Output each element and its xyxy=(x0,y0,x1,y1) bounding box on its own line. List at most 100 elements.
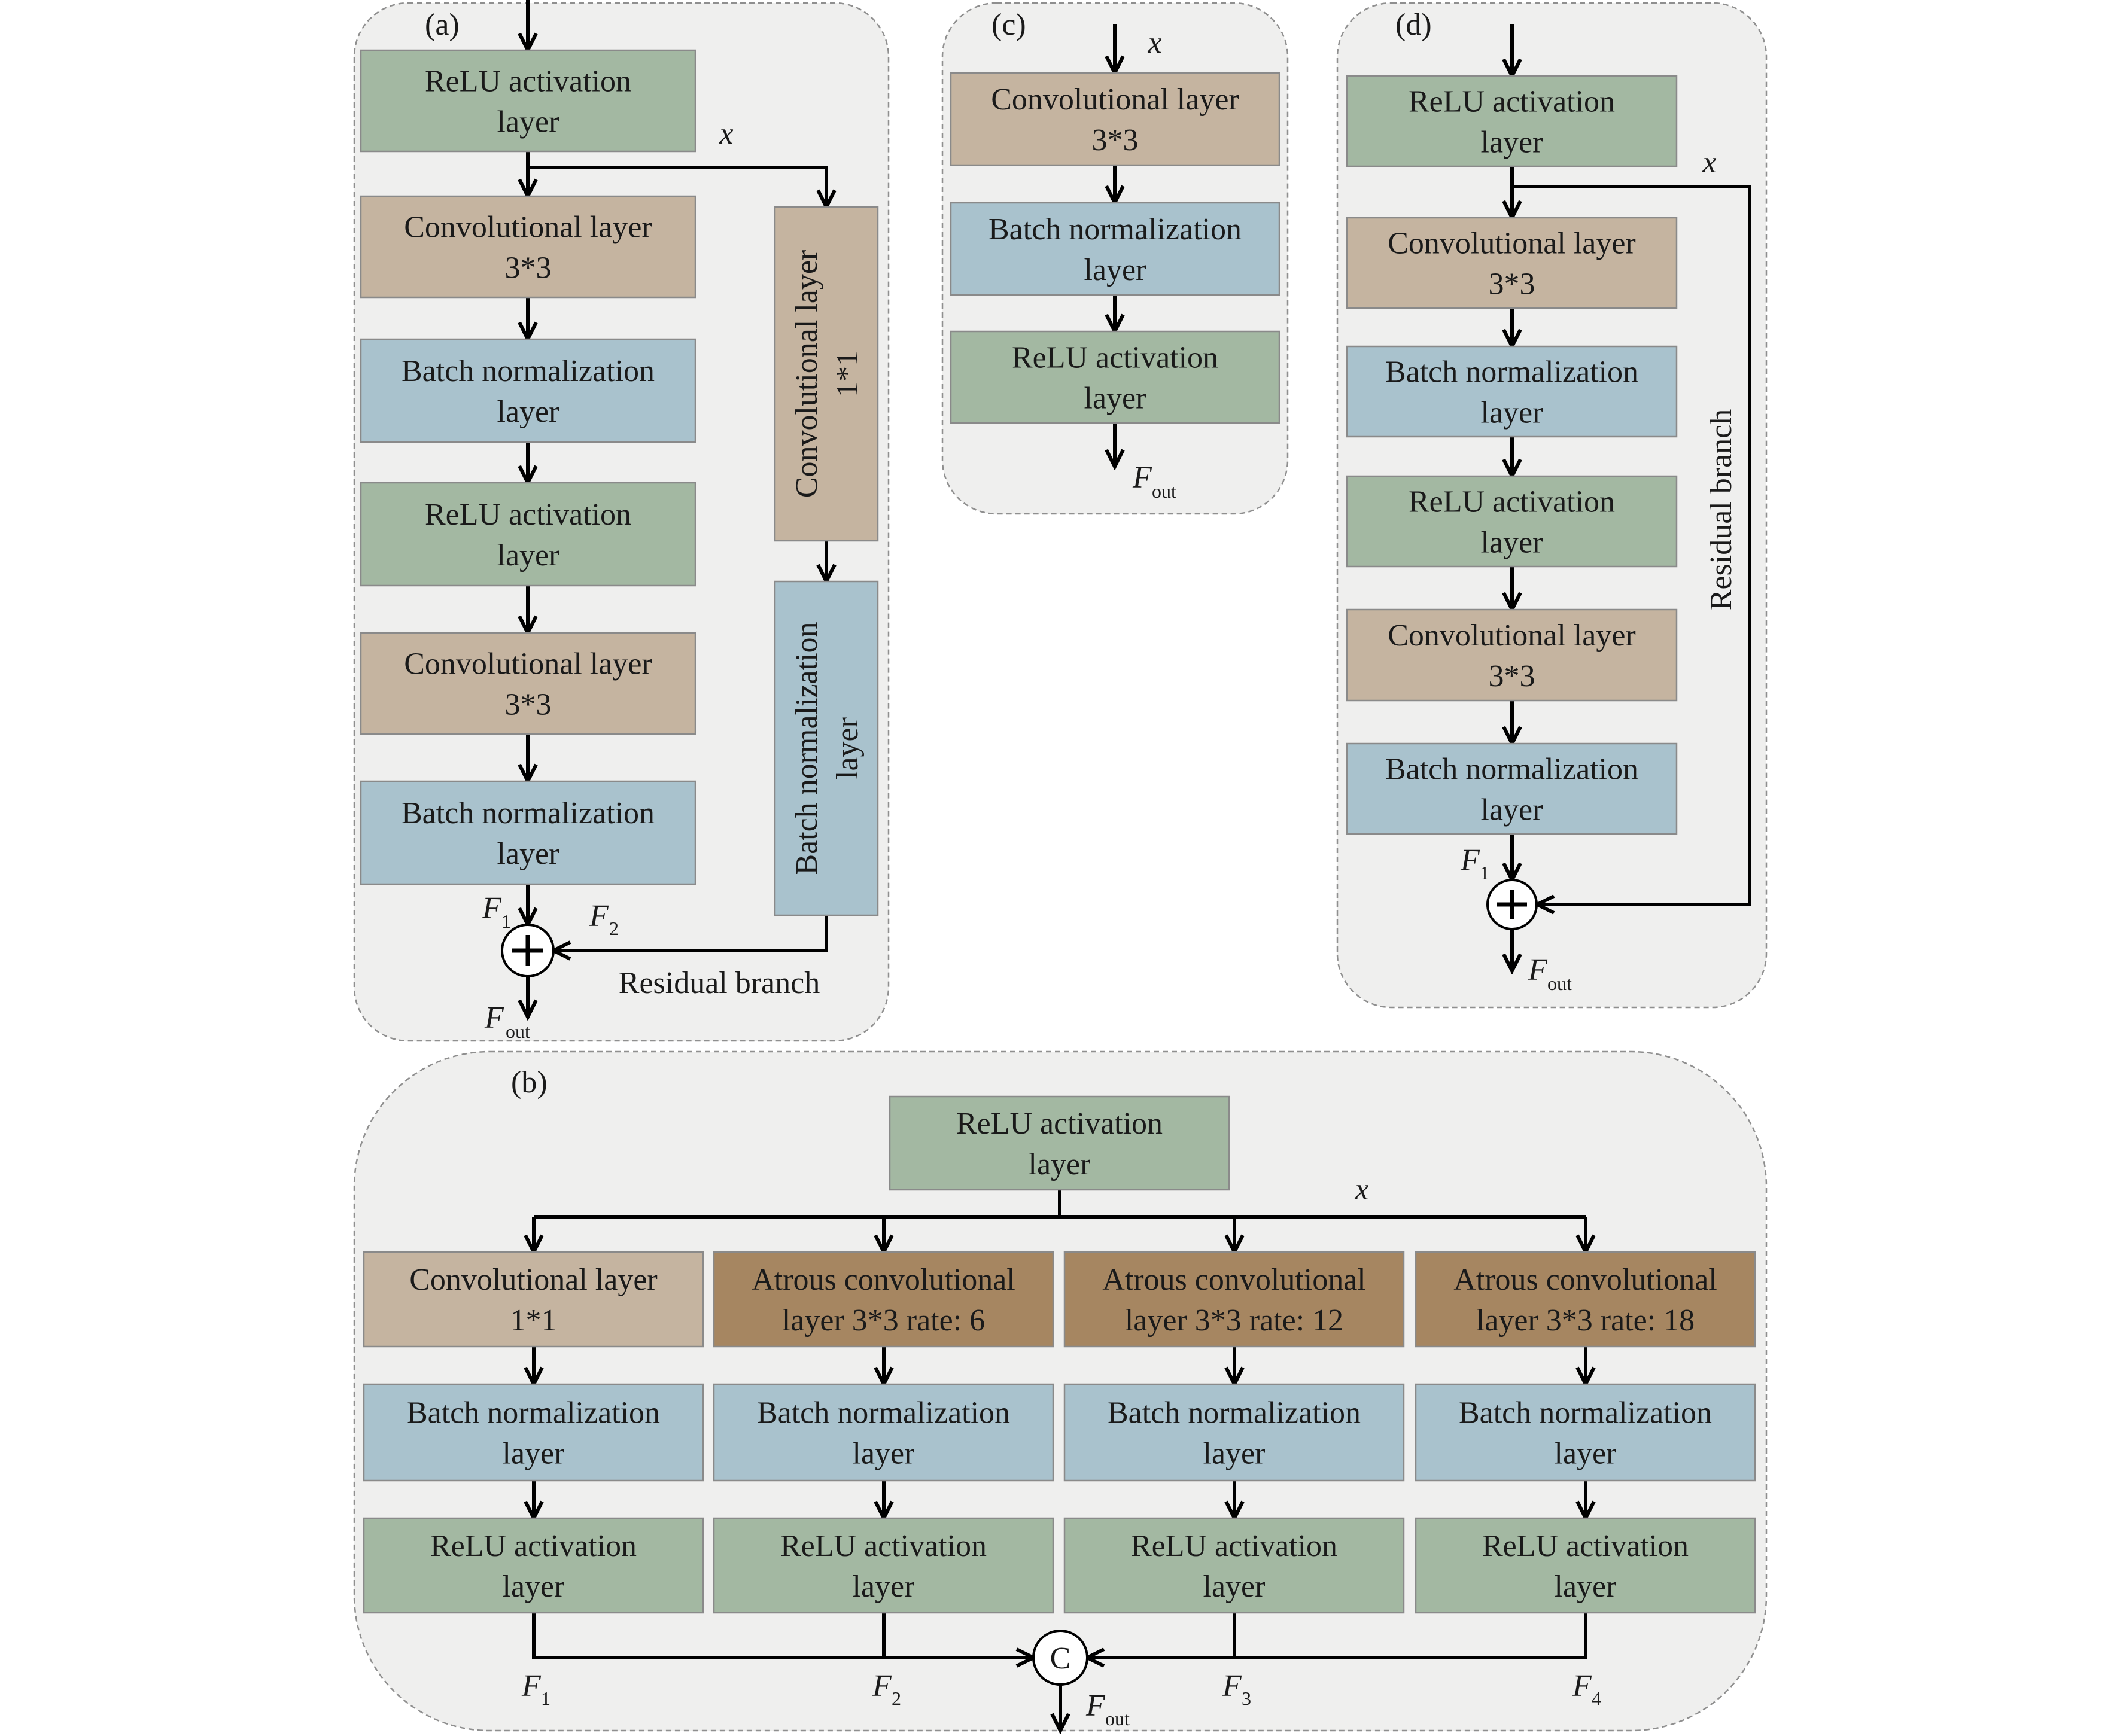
concat-node-panel-b: C xyxy=(1032,1630,1088,1686)
panel-label-d: (d) xyxy=(1395,8,1432,42)
box-label-line-2: 3*3 xyxy=(1489,659,1535,693)
arrow xyxy=(528,166,826,207)
box-label-line-1: Atrous convolutional xyxy=(752,1263,1015,1297)
box-label-line-2: layer xyxy=(1084,382,1146,416)
output-subscript: out xyxy=(1152,480,1176,502)
box-label-line-1: ReLU activation xyxy=(425,498,631,532)
feature-label: F xyxy=(482,891,502,925)
panel-label-a: (a) xyxy=(425,8,460,42)
box-label-line-1: ReLU activation xyxy=(1131,1529,1337,1563)
box-label-line-1: Convolutional layer xyxy=(409,1263,657,1297)
input-x-label: x xyxy=(1702,145,1716,179)
feature-label: F xyxy=(1460,843,1480,878)
batch-normalization-layer-rect xyxy=(1063,1383,1405,1482)
box-label-line-1: Batch normalization xyxy=(1385,753,1638,787)
relu-activation-layer-rect xyxy=(360,49,696,153)
input-x-label: x xyxy=(719,117,733,151)
box-label-line-1: Convolutional layer xyxy=(404,647,652,681)
convolutional-layer-rect xyxy=(360,632,696,735)
box-label-line-2: layer xyxy=(1203,1570,1266,1604)
convolutional-layer-rect xyxy=(1346,608,1678,702)
box-label-line-1: ReLU activation xyxy=(1409,85,1615,119)
box-label-line-2: layer xyxy=(1084,253,1146,287)
box-label-line-2: layer xyxy=(1481,126,1543,160)
residual-branch-label-group: Residual branch xyxy=(1704,409,1738,610)
residual-branch-label: Residual branch xyxy=(619,966,820,1000)
relu-activation-layer-rect xyxy=(889,1095,1230,1191)
box-label-line-2: layer xyxy=(1481,526,1543,560)
box-label-line-2: layer xyxy=(1481,793,1543,827)
box-label-line-2: layer 3*3 rate: 18 xyxy=(1476,1303,1695,1338)
arrow xyxy=(1512,185,1751,904)
box-label-line-1: Convolutional layer xyxy=(1388,227,1635,261)
relu-activation-layer-box: ReLU activation layer xyxy=(950,330,1280,424)
atrous-convolutional-layer-rect xyxy=(1415,1251,1756,1348)
atrous-convolutional-layer-rect xyxy=(713,1251,1054,1348)
box-label-line-1: Convolutional layer xyxy=(404,211,652,245)
feature-label: F xyxy=(1572,1669,1592,1703)
batch-normalization-layer-rect xyxy=(713,1383,1054,1482)
batch-normalization-layer-rect xyxy=(774,580,879,916)
relu-activation-layer-rect xyxy=(713,1517,1054,1614)
box-label-line-2: 3*3 xyxy=(1489,267,1535,301)
feature-subscript: 3 xyxy=(1242,1688,1251,1709)
feature-subscript: 1 xyxy=(1480,862,1489,884)
connection-lines xyxy=(528,0,1751,1731)
relu-activation-layer-box: ReLU activation layer xyxy=(1063,1517,1405,1614)
box-label-line-2: 1*1 xyxy=(510,1303,557,1338)
box-label-line-1: ReLU activation xyxy=(1409,485,1615,519)
convolutional-layer-rect xyxy=(950,72,1280,166)
box-label-line-2: 1*1 xyxy=(831,351,865,397)
relu-activation-layer-rect xyxy=(363,1517,704,1614)
output-label: F xyxy=(1085,1689,1106,1723)
batch-normalization-layer-box: Batch normalization layer xyxy=(1346,742,1678,835)
box-label-line-2: 3*3 xyxy=(505,251,552,285)
plus-icon xyxy=(512,935,543,966)
plus-icon xyxy=(1497,890,1527,919)
panel-label-b: (b) xyxy=(511,1065,548,1100)
box-label-line-1: Batch normalization xyxy=(1459,1396,1712,1430)
box-label-line-2: 3*3 xyxy=(1092,123,1139,157)
batch-normalization-layer-rect xyxy=(1346,345,1678,438)
box-label-line-1: Batch normalization xyxy=(988,212,1242,246)
box-label-line-1: ReLU activation xyxy=(1012,341,1218,375)
feature-label: F xyxy=(589,899,609,933)
feature-label: F xyxy=(872,1669,892,1703)
box-label-line-2: layer xyxy=(497,837,559,871)
convolutional-layer-box: Convolutional layer 3*3 xyxy=(360,195,696,299)
box-label-line-1: Convolutional layer xyxy=(1388,619,1635,653)
box-label-line-1: ReLU activation xyxy=(430,1529,637,1563)
sum-node-panel-a xyxy=(501,924,555,977)
batch-normalization-layer-rect xyxy=(363,1383,704,1482)
output-label: F xyxy=(484,1001,504,1035)
box-label-line-2: layer xyxy=(497,105,559,139)
box-label-line-2: layer xyxy=(1203,1437,1266,1471)
batch-normalization-layer-rect xyxy=(1346,742,1678,835)
relu-activation-layer-rect xyxy=(1346,75,1678,167)
output-subscript: out xyxy=(1547,973,1572,994)
box-label-line-1: Batch normalization xyxy=(1385,355,1638,389)
relu-activation-layer-rect xyxy=(360,482,696,587)
box-label-line-1: Batch normalization xyxy=(757,1396,1010,1430)
input-x-label: x xyxy=(1147,26,1161,60)
box-label-line-1: ReLU activation xyxy=(780,1529,987,1563)
feature-subscript: 1 xyxy=(541,1688,550,1709)
box-label-line-2: layer 3*3 rate: 12 xyxy=(1125,1303,1343,1338)
box-label-line-2: layer xyxy=(831,717,865,779)
